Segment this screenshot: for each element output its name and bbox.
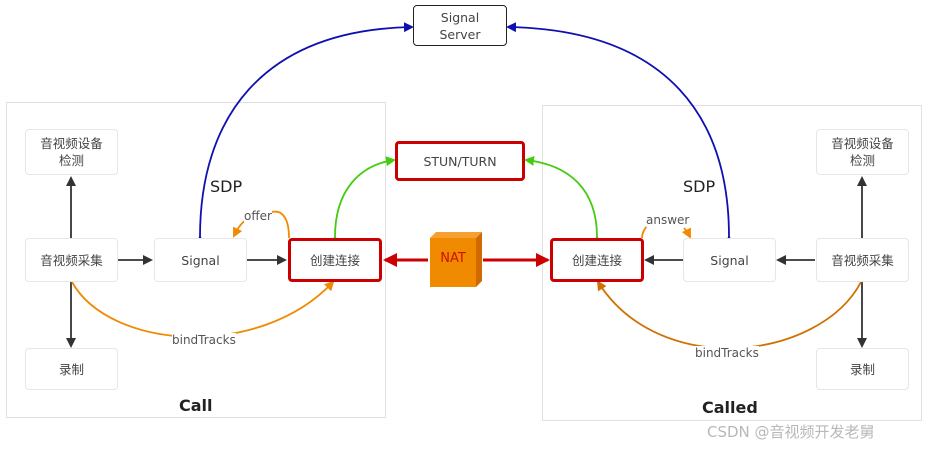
call-title: Call — [179, 396, 213, 415]
left-sdp-label: SDP — [210, 177, 243, 196]
right-capture-node: 音视频采集 — [816, 238, 909, 282]
right-record-node: 录制 — [816, 348, 909, 390]
sdp-arrow-right — [506, 22, 735, 246]
left-signal-node: Signal — [154, 238, 247, 282]
signal-server-node: Signal Server — [413, 5, 507, 46]
left-record-node: 录制 — [25, 348, 118, 390]
sdp-arrow-left — [194, 22, 414, 246]
left-capture-node: 音视频采集 — [25, 238, 118, 282]
left-device-check-node: 音视频设备 检测 — [25, 129, 118, 175]
answer-label: answer — [646, 213, 690, 227]
answer-arrowhead — [681, 227, 691, 239]
called-title: Called — [702, 398, 758, 417]
watermark: CSDN @音视频开发老舅 — [707, 423, 875, 441]
left-connect-node: 创建连接 — [288, 238, 382, 282]
right-bindtracks-label: bindTracks — [695, 346, 759, 360]
nat-label: NAT — [440, 251, 466, 266]
right-sdp-label: SDP — [683, 177, 716, 196]
right-signal-node: Signal — [683, 238, 776, 282]
bindtracks-arrow-left — [71, 280, 335, 338]
bindtracks-arrow-right — [596, 280, 862, 349]
nat-box-icon — [430, 232, 482, 287]
stun-turn-node: STUN/TURN — [395, 141, 525, 181]
right-device-check-node: 音视频设备 检测 — [816, 129, 909, 175]
left-bindtracks-label: bindTracks — [172, 333, 236, 347]
right-connect-node: 创建连接 — [550, 238, 644, 282]
nat-node: NAT — [430, 232, 482, 287]
stun-arrow-right — [524, 155, 603, 246]
offer-label: offer — [244, 209, 272, 223]
stun-arrow-left — [329, 156, 396, 246]
